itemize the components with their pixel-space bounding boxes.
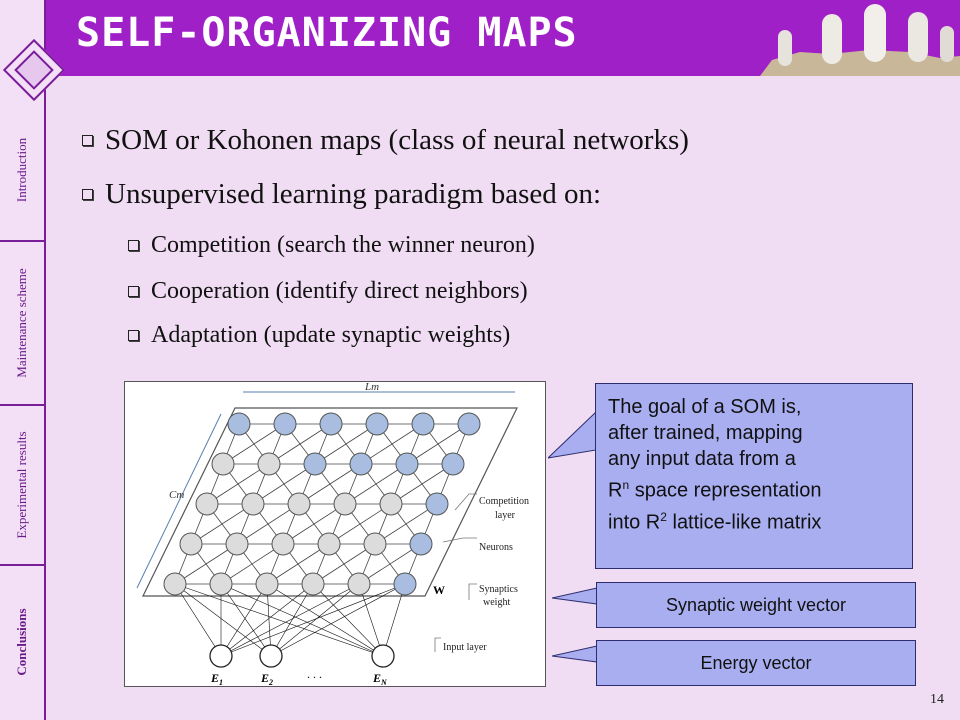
neuron-node	[301, 572, 325, 596]
sidebar-item-maintenance-scheme[interactable]: Maintenance scheme	[0, 242, 44, 406]
input-layer-label: Input layer	[443, 642, 487, 653]
goal-callout-tail	[548, 410, 597, 459]
neuron-node	[395, 452, 419, 476]
neuron-node	[319, 412, 343, 436]
neuron-node	[255, 572, 279, 596]
sidebar-item-introduction[interactable]: Introduction	[0, 100, 44, 242]
input-neuron-en	[371, 644, 395, 668]
goal-callout: The goal of a SOM is, after trained, map…	[595, 383, 913, 569]
neuron-node	[209, 572, 233, 596]
neuron-node	[303, 452, 327, 476]
neuron-node	[425, 492, 449, 516]
sidebar-item-label: Conclusions	[14, 608, 29, 676]
checkbox-bullet-icon	[82, 189, 93, 200]
neuron-node	[317, 532, 341, 556]
w-label: W	[433, 583, 445, 597]
neuron-node	[379, 492, 403, 516]
bullet-competition: Competition (search the winner neuron)	[128, 232, 535, 259]
bullet-unsupervised: Unsupervised learning paradigm based on:	[82, 178, 601, 211]
bullet-adaptation: Adaptation (update synaptic weights)	[128, 322, 510, 349]
en-label: EN	[372, 671, 388, 686]
ellipsis-label: . . .	[307, 667, 322, 681]
input-neuron-e1	[209, 644, 233, 668]
sidebar-item-conclusions[interactable]: Conclusions	[0, 566, 44, 718]
neuron-node	[393, 572, 417, 596]
neuron-node	[271, 532, 295, 556]
neuron-node	[411, 412, 435, 436]
neuron-node	[195, 492, 219, 516]
goal-line: into R2 lattice-like matrix	[608, 509, 822, 534]
neuron-node	[257, 452, 281, 476]
neuron-node	[273, 412, 297, 436]
energy-vector-callout: Energy vector	[596, 640, 916, 686]
neuron-node	[227, 412, 251, 436]
neuron-node	[287, 492, 311, 516]
bullet-text: Competition (search the winner neuron)	[151, 232, 535, 258]
sidebar-item-label: Maintenance scheme	[14, 268, 29, 378]
energy-callout-tail	[552, 645, 598, 663]
slide-header: SELF-ORGANIZING MAPS	[0, 0, 960, 76]
goal-line: The goal of a SOM is,	[608, 396, 802, 418]
bullet-text: Adaptation (update synaptic weights)	[151, 322, 511, 348]
checkbox-bullet-icon	[128, 286, 139, 297]
neuron-node	[441, 452, 465, 476]
neuron-node	[163, 572, 187, 596]
hand-sculpture-image	[760, 4, 960, 76]
bullet-som-kohonen: SOM or Kohonen maps (class of neural net…	[82, 124, 689, 157]
neurons-label: Neurons	[479, 542, 513, 553]
e1-label: E1	[210, 671, 223, 686]
bullet-text: SOM or Kohonen maps (class of neural net…	[105, 124, 689, 156]
neuron-node	[365, 412, 389, 436]
neuron-node	[363, 532, 387, 556]
sidebar-item-label: Introduction	[14, 137, 29, 203]
neuron-node	[347, 572, 371, 596]
goal-line: after trained, mapping	[608, 422, 803, 444]
neuron-node	[241, 492, 265, 516]
sidebar-item-label: Experimental results	[14, 431, 29, 539]
bullet-cooperation: Cooperation (identify direct neighbors)	[128, 278, 528, 305]
slide-title: SELF-ORGANIZING MAPS	[76, 10, 578, 56]
synaptic-callout-tail	[552, 587, 598, 605]
neuron-node	[225, 532, 249, 556]
checkbox-bullet-icon	[82, 135, 93, 146]
goal-line: any input data from a	[608, 448, 796, 470]
page-number: 14	[930, 692, 944, 707]
checkbox-bullet-icon	[128, 240, 139, 251]
sidebar-item-experimental-results[interactable]: Experimental results	[0, 406, 44, 566]
bullet-text: Cooperation (identify direct neighbors)	[151, 278, 528, 304]
neuron-node	[333, 492, 357, 516]
section-sidebar: Introduction Maintenance scheme Experime…	[0, 0, 46, 720]
neuron-node	[409, 532, 433, 556]
input-neuron-e2	[259, 644, 283, 668]
neuron-node	[179, 532, 203, 556]
goal-line: Rn space representation	[608, 478, 822, 502]
bullet-text: Unsupervised learning paradigm based on:	[105, 178, 602, 210]
e2-label: E2	[260, 671, 273, 686]
cm-label: Cm	[169, 489, 184, 501]
neuron-node	[457, 412, 481, 436]
neuron-node	[349, 452, 373, 476]
neuron-node	[211, 452, 235, 476]
checkbox-bullet-icon	[128, 330, 139, 341]
lm-label: Lm	[364, 382, 379, 393]
synaptic-weight-callout: Synaptic weight vector	[596, 582, 916, 628]
